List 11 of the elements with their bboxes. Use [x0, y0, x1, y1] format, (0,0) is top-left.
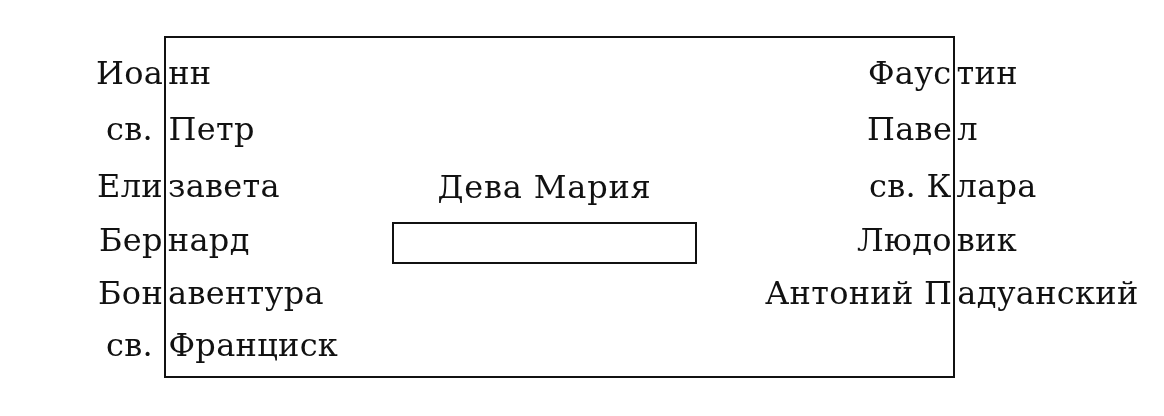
name-label: Людовик — [857, 221, 1017, 259]
name-label: Елизавета — [97, 167, 280, 205]
name-label: св. Франциск — [106, 326, 339, 364]
name-label: Бонавентура — [98, 274, 324, 312]
box-heading: Дева Мария — [437, 168, 652, 206]
name-label: Бернард — [99, 221, 250, 259]
name-label: Иоанн — [96, 54, 212, 92]
name-label: Павел — [867, 110, 978, 148]
name-label: св. Клара — [869, 167, 1037, 205]
name-label: Фаустин — [868, 54, 1018, 92]
name-label: св. Петр — [106, 110, 255, 148]
